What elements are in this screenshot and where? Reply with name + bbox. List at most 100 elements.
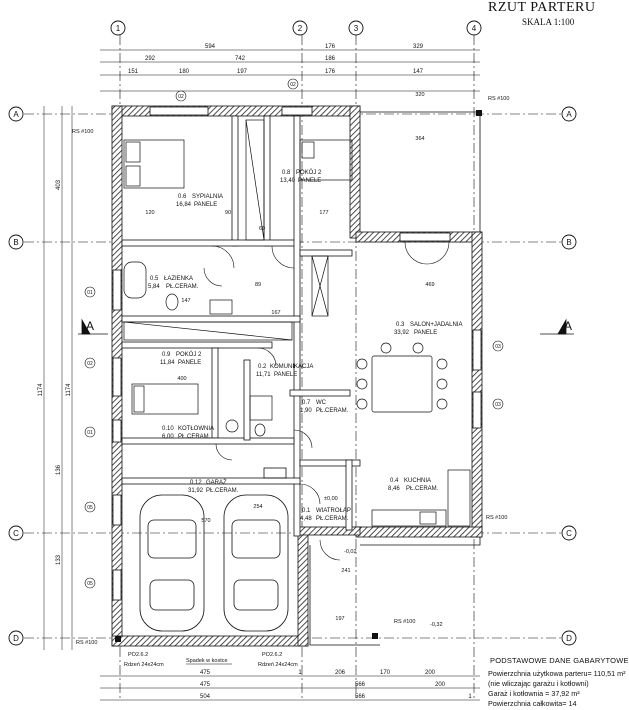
- room-salon: 0.3 SALON+JADALNIA 33,92 PANELE: [394, 322, 463, 336]
- svg-text:1,90: 1,90: [300, 408, 312, 414]
- dimension-text-top: 594 176 329 292 742 186 151 180 197 176 …: [128, 44, 424, 75]
- svg-text:0.7: 0.7: [302, 400, 311, 406]
- section-label-left: A: [86, 319, 94, 333]
- terrace-outline: [309, 111, 481, 646]
- dimension-lines-left: [43, 106, 73, 650]
- svg-text:0.6: 0.6: [178, 194, 187, 200]
- svg-text:03: 03: [495, 402, 501, 408]
- grid-label-b-left: B: [13, 238, 18, 247]
- summary-line-1: Powierzchnia użytkowa parteru= 110,51 m²: [488, 669, 626, 678]
- svg-text:RS #100: RS #100: [76, 640, 97, 646]
- svg-text:400: 400: [177, 376, 186, 382]
- svg-text:PŁ.CERAM.: PŁ.CERAM.: [166, 284, 199, 290]
- axis-labels: 1 2 3 4 A A B B C C D D: [13, 24, 572, 643]
- svg-text:GARAŻ: GARAŻ: [206, 479, 227, 486]
- svg-text:241: 241: [341, 568, 350, 574]
- drawing-scale: SKALA 1:100: [522, 17, 575, 27]
- dim-bot-3b: 566: [355, 694, 366, 700]
- axis-label-1: 1: [116, 24, 121, 33]
- svg-text:02: 02: [178, 94, 184, 100]
- svg-text:0.3: 0.3: [396, 322, 405, 328]
- svg-text:02: 02: [87, 361, 93, 367]
- dim-left-e: 133: [56, 554, 62, 565]
- svg-text:Rdzeń 24x24cm: Rdzeń 24x24cm: [258, 662, 298, 668]
- svg-text:31,92: 31,92: [188, 488, 204, 494]
- dim-top-3c: 197: [237, 69, 248, 75]
- dim-top-3a: 151: [128, 69, 139, 75]
- dim-bot-1b: 1: [298, 670, 302, 676]
- room-wc: 0.7 WC 1,90 PŁ.CERAM.: [300, 400, 349, 414]
- svg-text:167: 167: [271, 310, 280, 316]
- dim-top-2a: 292: [145, 56, 156, 62]
- svg-text:PŁ.CERAM.: PŁ.CERAM.: [316, 516, 349, 522]
- axis-label-2: 2: [298, 24, 303, 33]
- svg-text:5,84: 5,84: [148, 284, 160, 290]
- room-pokoj-b: 0.9 POKÓJ 2 11,84 PANELE: [160, 351, 202, 366]
- svg-text:RS #100: RS #100: [486, 515, 507, 521]
- room-garaz: 0.12 GARAŻ 31,92 PŁ.CERAM.: [188, 479, 239, 494]
- svg-text:-0,02: -0,02: [344, 549, 357, 555]
- section-label-right: A: [564, 319, 572, 333]
- svg-text:POKÓJ 2: POKÓJ 2: [176, 351, 202, 358]
- dim-bot-1a: 475: [200, 670, 211, 676]
- svg-text:177: 177: [319, 210, 328, 216]
- svg-text:KOTŁOWNIA: KOTŁOWNIA: [178, 426, 214, 432]
- svg-text:PŁ.CERAM.: PŁ.CERAM.: [406, 486, 439, 492]
- section-markers: [78, 318, 574, 335]
- dim-top-3d: 176: [325, 69, 336, 75]
- svg-text:PANELE: PANELE: [414, 330, 437, 336]
- svg-text:469: 469: [425, 282, 434, 288]
- dim-left-c: 1174: [66, 383, 72, 397]
- room-labels: 0.6 SYPIALNIA 16,84 PANELE 0.8 POKÓJ 2 1…: [148, 169, 463, 522]
- svg-text:197: 197: [335, 616, 344, 622]
- dim-top-2c: 186: [325, 56, 336, 62]
- svg-text:0.5: 0.5: [150, 276, 159, 282]
- svg-text:PO2.6.2: PO2.6.2: [128, 652, 148, 658]
- svg-text:13,40: 13,40: [280, 178, 296, 184]
- svg-text:PANELE: PANELE: [274, 372, 297, 378]
- dimension-text-bottom: 475 1 206 170 200 475 566 200 504 566 1: [200, 670, 472, 700]
- svg-text:0.8: 0.8: [282, 170, 291, 176]
- svg-text:90: 90: [225, 210, 231, 216]
- dim-bot-1e: 200: [425, 670, 436, 676]
- svg-text:POKÓJ 2: POKÓJ 2: [296, 169, 322, 176]
- axis-label-4: 4: [472, 24, 477, 33]
- room-lazienka: 0.5 ŁAZIENKA 5,84 PŁ.CERAM.: [148, 276, 199, 290]
- dim-bot-3c: 1: [468, 694, 472, 700]
- door-swings: [203, 241, 450, 561]
- svg-text:11,84: 11,84: [160, 360, 175, 366]
- garage-cars: [139, 467, 289, 632]
- axis-label-3: 3: [354, 24, 359, 33]
- svg-text:0.12: 0.12: [190, 480, 202, 486]
- svg-text:11,71: 11,71: [256, 372, 271, 378]
- grid-label-c-left: C: [13, 529, 19, 538]
- summary-line-2: (nie wliczając garażu i kotłowni): [488, 679, 589, 688]
- svg-text:89: 89: [255, 282, 261, 288]
- svg-text:WC: WC: [316, 400, 327, 406]
- dim-bot-3a: 504: [200, 694, 211, 700]
- svg-text:320: 320: [415, 92, 424, 98]
- grid-label-a-left: A: [13, 110, 19, 119]
- svg-text:03: 03: [495, 344, 501, 350]
- inner-dimensions: 320 364 469 400 570 254 241 197 147 167 …: [145, 92, 434, 622]
- grid-label-c-right: C: [566, 529, 572, 538]
- summary-line-3: Garaż i kotłownia = 37,92 m²: [488, 689, 580, 698]
- internal-walls: [121, 115, 361, 537]
- drawing-title: RZUT PARTERU: [488, 0, 596, 15]
- svg-text:0.2: 0.2: [258, 364, 267, 370]
- floor-notes: PO2.6.2 Rdzeń 24x24cm PO2.6.2 Rdzeń 24x2…: [124, 652, 298, 668]
- svg-text:PŁ.CERAM.: PŁ.CERAM.: [316, 408, 349, 414]
- svg-text:570: 570: [201, 518, 210, 524]
- grid-label-d-right: D: [566, 634, 572, 643]
- room-kotlownia: 0.10 KOTŁOWNIA 6,00 PŁ.CERAM.: [162, 426, 214, 440]
- room-sypialnia: 0.6 SYPIALNIA 16,84 PANELE: [176, 194, 223, 208]
- room-kuchnia: 0.4 KUCHNIA 8,46 PŁ.CERAM.: [388, 478, 439, 492]
- dimension-lines-bottom: [100, 675, 480, 701]
- svg-text:0.10: 0.10: [162, 426, 174, 432]
- dimension-text-left: 403 1174 1174 136 133: [38, 179, 72, 565]
- grid-label-d-left: D: [13, 634, 19, 643]
- svg-text:0.4: 0.4: [390, 478, 399, 484]
- dim-bot-2c: 200: [435, 682, 446, 688]
- svg-text:364: 364: [415, 136, 424, 142]
